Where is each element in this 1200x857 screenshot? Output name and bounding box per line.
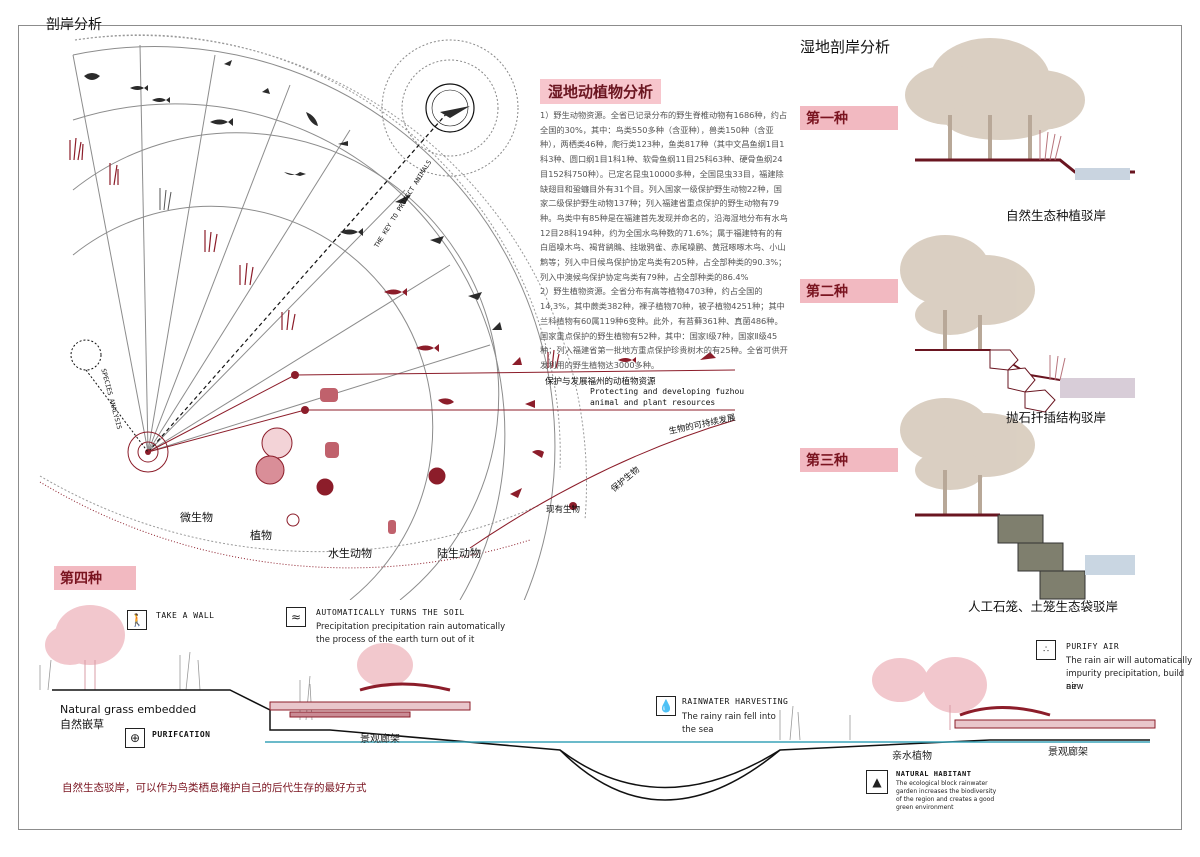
section-1-drawing — [905, 38, 1135, 180]
protect-develop-cn: 保护与发展福州的动植物资源 — [545, 377, 656, 387]
outer-arc — [74, 34, 561, 471]
section-1-caption: 自然生态种植驳岸 — [1006, 208, 1107, 223]
habitat-line-3: of the region and creates a good — [896, 796, 995, 803]
rain-drop-icon: 💧 — [656, 696, 676, 716]
section-2-tag: 第二种 — [800, 279, 898, 303]
purify-air-line-3: air — [1066, 682, 1078, 692]
rainwater-heading: RAINWATER HARVESTING — [682, 697, 789, 706]
bottom-note: 自然生态驳岸，可以作为鸟类栖息掩护自己的后代生存的最好方式 — [62, 782, 367, 794]
ring-label-plant: 植物 — [250, 529, 272, 542]
natural-grass-cn: 自然嵌草 — [60, 718, 104, 731]
habitat-line-1: The ecological block rainwater — [896, 780, 988, 787]
radial-species-diagram — [39, 34, 736, 600]
natural-grass-en: Natural grass embedded — [60, 703, 197, 716]
ring-label-microbe: 微生物 — [180, 511, 213, 524]
ring-label-terrestrial: 陆生动物 — [437, 547, 481, 560]
turns-soil-heading: AUTOMATICALLY TURNS THE SOIL — [316, 608, 465, 617]
habitat-line-4: green environment — [896, 804, 954, 811]
section-4-profile — [39, 605, 1156, 801]
walk-icon: 🚶 — [127, 610, 147, 630]
section-3-drawing — [900, 398, 1135, 600]
water-plants-label: 亲水植物 — [892, 751, 932, 762]
gallery-left-label: 景观廊架 — [360, 734, 400, 745]
purify-air-line-1: The rain air will automatically — [1066, 656, 1193, 666]
wildlife-analysis-title: 湿地动植物分析 — [540, 79, 662, 104]
purify-air-icon: ∴ — [1036, 640, 1056, 660]
section-2-caption: 抛石扦插结构驳岸 — [1006, 410, 1107, 425]
ring-label-aquatic: 水生动物 — [328, 547, 372, 560]
soil-icon: ≈ — [286, 607, 306, 627]
section-3-tag: 第三种 — [800, 448, 898, 472]
habitat-line-2: garden increases the biodiversity — [896, 788, 997, 795]
turns-soil-line-2: the process of the earth turn out of it — [316, 635, 475, 645]
wildlife-analysis-text: 1）野生动物资源。全省已记录分布的野生脊椎动物有1686种，约占全国的30%，其… — [540, 108, 788, 373]
rainwater-line-2: the sea — [682, 725, 714, 735]
purification-label: PURIFCATION — [152, 730, 211, 739]
section-4-tag: 第四种 — [54, 566, 136, 590]
take-wall-heading: TAKE A WALL — [156, 611, 215, 620]
protect-develop-en-2: animal and plant resources — [590, 398, 716, 407]
page-title-right: 湿地剖岸分析 — [800, 38, 891, 56]
purify-air-heading: PURIFY AIR — [1066, 642, 1120, 651]
wildlife-paragraph-1: 1）野生动物资源。全省已记录分布的野生脊椎动物有1686种，约占全国的30%，其… — [540, 110, 788, 282]
page-title-left: 剖岸分析 — [46, 17, 102, 33]
habitat-heading: NATURAL HABITANT — [896, 770, 972, 778]
protect-develop-en-1: Protecting and developing fuzhou — [590, 387, 745, 396]
wildlife-paragraph-2: 2）野生植物资源。全省分布有高等植物4703种，约占全国的14.3%，其中蕨类3… — [540, 286, 788, 370]
tree-icon: ▲ — [866, 770, 888, 794]
purification-icon: ⊕ — [125, 728, 145, 748]
turns-soil-line-1: Precipitation precipitation rain automat… — [316, 622, 506, 632]
rainwater-line-1: The rainy rain fell into — [682, 712, 776, 722]
section-3-caption: 人工石笼、土笼生态袋驳岸 — [968, 599, 1119, 614]
bank-sections-illustration — [900, 38, 1135, 600]
existing-bio-label: 现有生物 — [546, 505, 581, 515]
section-2-drawing — [900, 235, 1135, 413]
section-1-tag: 第一种 — [800, 106, 898, 130]
page-frame — [18, 25, 1182, 830]
purify-air-line-2: impurity precipitation, build new — [1066, 669, 1185, 692]
gallery-right-label: 景观廊架 — [1048, 747, 1088, 758]
